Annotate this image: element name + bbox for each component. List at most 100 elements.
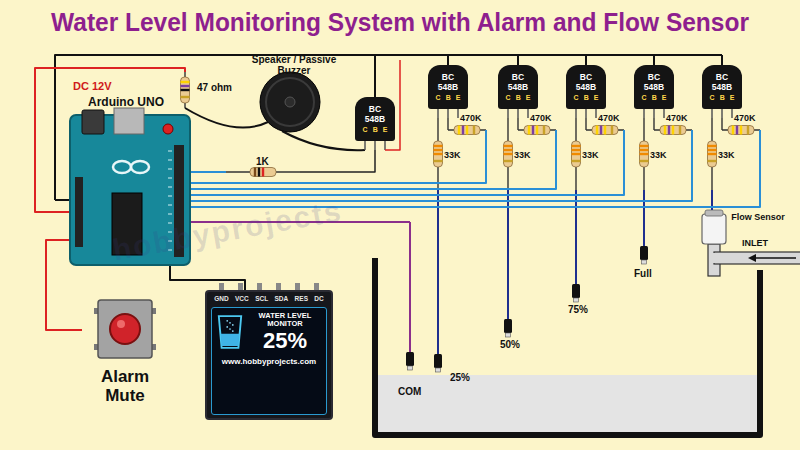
resistor-band <box>258 168 260 177</box>
header-pin <box>295 283 300 290</box>
component-label: 470K <box>530 113 552 123</box>
pin-name: DC <box>314 295 323 302</box>
resistor-symbol <box>660 126 686 135</box>
transistor-leg <box>384 140 386 150</box>
part-number: BC 548B <box>707 73 737 92</box>
component-label: 47 ohm <box>197 82 232 93</box>
resistor-band <box>434 153 443 155</box>
resistor-band <box>572 153 581 155</box>
screen-top: WATER LEVEL MONITOR25% <box>216 312 322 353</box>
resistor-band <box>736 126 738 135</box>
probe-body <box>434 354 442 368</box>
component-label: 25% <box>450 372 470 383</box>
transistor-body: BC 548BCBE <box>566 65 606 109</box>
resistor-symbol <box>454 126 480 135</box>
inlet-pipe <box>714 252 800 264</box>
probe-tip <box>436 368 441 372</box>
resistor-symbol <box>250 168 276 177</box>
resistor-band <box>747 126 749 135</box>
board-name: Arduino UNO <box>88 95 164 109</box>
pin-name: B <box>584 94 589 101</box>
resistor-band <box>740 126 742 135</box>
component-label: 33K <box>718 150 735 160</box>
button-label: Alarm Mute <box>82 368 168 405</box>
resistor-band <box>466 126 468 135</box>
transistor-leg <box>437 108 439 118</box>
resistor-body <box>504 141 513 167</box>
probe-wire <box>643 190 645 246</box>
water <box>378 375 757 432</box>
push-button: Alarm Mute <box>82 294 168 405</box>
component-label: 470K <box>666 113 688 123</box>
component-label: Full <box>634 268 652 279</box>
resistor-band <box>504 153 513 155</box>
resistor-band <box>543 126 545 135</box>
resistor-symbol <box>708 141 717 167</box>
header-pin <box>257 283 262 290</box>
probe-wire <box>575 190 577 284</box>
resistor-band <box>434 145 443 147</box>
component-label: 1K <box>256 156 269 167</box>
transistor-body: BC 548BCBE <box>355 97 395 141</box>
probe-wire <box>409 222 411 352</box>
part-number: BC 548B <box>433 73 463 92</box>
pin-name: RES <box>295 295 308 302</box>
transistor-body: BC 548B CBE <box>498 65 538 109</box>
transistor-body: BC 548B CBE <box>428 65 468 109</box>
resistor-symbol <box>640 141 649 167</box>
transistor-leg <box>653 108 655 118</box>
tank-wall <box>375 258 760 435</box>
component-label: 470K <box>460 113 482 123</box>
signal-wire <box>190 130 692 201</box>
resistor-body <box>728 126 754 135</box>
pin-row: CBE <box>436 94 461 101</box>
transistor-leg <box>731 108 733 118</box>
buzzer-ring <box>266 78 314 126</box>
header-pin <box>276 283 281 290</box>
resistor-band <box>640 145 649 147</box>
flow-arrow <box>752 257 796 259</box>
component-label: 33K <box>582 150 599 160</box>
buzzer-lead <box>282 131 365 150</box>
resistor-band <box>473 126 475 135</box>
part-number: BC 548B <box>360 105 390 124</box>
resistor-body <box>592 126 618 135</box>
component-label: 33K <box>650 150 667 160</box>
resistor-band <box>528 126 530 135</box>
transistor-leg <box>364 140 366 150</box>
buzzer-hole <box>285 97 295 107</box>
screen-text: WATER LEVEL MONITOR25% <box>248 312 322 353</box>
ground-rail <box>55 199 70 201</box>
level-readout: 25% <box>263 329 307 353</box>
probe-tip <box>642 260 647 264</box>
part-number: BC 548B <box>503 73 533 92</box>
transistor-leg <box>517 108 519 118</box>
resistor-band <box>254 168 256 177</box>
pushbutton-illustration <box>90 294 160 364</box>
part-number: BC 548B <box>571 73 601 92</box>
resistor-band <box>672 126 674 135</box>
resistor-body <box>250 168 276 177</box>
resistor-band <box>708 153 717 155</box>
resistor-band <box>181 89 190 91</box>
signal-wire <box>190 171 226 173</box>
component-label: 75% <box>568 304 588 315</box>
resistor-band <box>604 126 606 135</box>
pin-name: E <box>594 94 599 101</box>
resistor-symbol <box>524 126 550 135</box>
probe-tip <box>574 298 579 302</box>
pin-name: C <box>363 126 368 133</box>
transistor-leg <box>507 108 509 118</box>
probe-wire <box>507 190 509 319</box>
screen-heading: WATER LEVEL MONITOR <box>253 312 317 329</box>
resistor-band <box>504 145 513 147</box>
pin-name: SCL <box>255 295 268 302</box>
pin-row: CBE <box>506 94 531 101</box>
resistor-band <box>262 168 264 177</box>
resistor-symbol <box>434 141 443 167</box>
flow-sensor <box>702 214 726 244</box>
transistor-leg <box>527 108 529 118</box>
pin-name: E <box>662 94 667 101</box>
transistor-leg <box>585 108 587 118</box>
